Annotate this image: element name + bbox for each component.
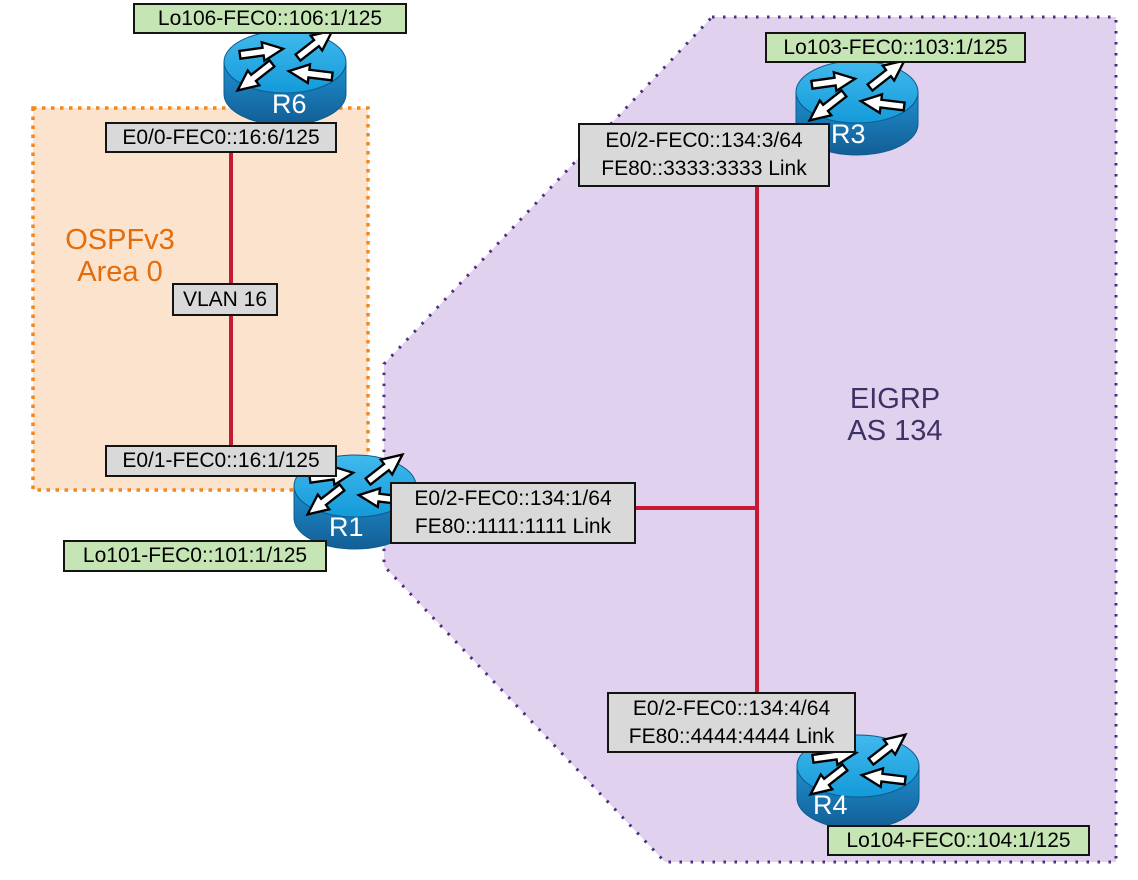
router-label-r1: R1 bbox=[329, 512, 364, 542]
loopback-label-lo106: Lo106-FEC0::106:1/125 bbox=[133, 3, 407, 34]
interface-label-r1-e0-2: E0/2-FEC0::134:1/64 FE80::1111:1111 Link bbox=[390, 482, 636, 544]
interface-label-r4-e0-2: E0/2-FEC0::134:4/64 FE80::4444:4444 Link bbox=[607, 692, 856, 753]
r3-e0-2-linklocal: FE80::3333:3333 Link bbox=[601, 157, 807, 180]
interface-label-r6-e0-0: E0/0-FEC0::16:6/125 bbox=[105, 122, 337, 153]
loopback-label-lo103: Lo103-FEC0::103:1/125 bbox=[765, 32, 1026, 63]
ospf-title-line1: OSPFv3 bbox=[65, 224, 175, 256]
r1-e0-2-linklocal: FE80::1111:1111 Link bbox=[414, 515, 612, 538]
router-label-r3: R3 bbox=[831, 119, 866, 149]
r1-e0-2-address: E0/2-FEC0::134:1/64 bbox=[414, 487, 612, 510]
eigrp-title-line2: AS 134 bbox=[847, 415, 943, 447]
ospf-region-title: OSPFv3 Area 0 bbox=[20, 224, 220, 288]
r3-e0-2-address: E0/2-FEC0::134:3/64 bbox=[605, 129, 803, 152]
r4-e0-2-linklocal: FE80::4444:4444 Link bbox=[628, 724, 835, 748]
eigrp-region bbox=[382, 15, 1118, 864]
eigrp-title-line1: EIGRP bbox=[849, 383, 941, 415]
ospf-title-line2: Area 0 bbox=[77, 256, 163, 288]
vlan-label: VLAN 16 bbox=[172, 283, 278, 316]
router-label-r4: R4 bbox=[813, 790, 848, 820]
interface-label-r1-e0-1: E0/1-FEC0::16:1/125 bbox=[105, 445, 337, 477]
interface-label-r3-e0-2: E0/2-FEC0::134:3/64 FE80::3333:3333 Link bbox=[578, 123, 830, 187]
r4-e0-2-address: E0/2-FEC0::134:4/64 bbox=[632, 696, 831, 720]
loopback-label-lo104: Lo104-FEC0::104:1/125 bbox=[827, 825, 1090, 856]
eigrp-region-title: EIGRP AS 134 bbox=[795, 383, 995, 447]
router-label-r6: R6 bbox=[272, 89, 307, 119]
loopback-label-lo101: Lo101-FEC0::101:1/125 bbox=[63, 540, 327, 572]
